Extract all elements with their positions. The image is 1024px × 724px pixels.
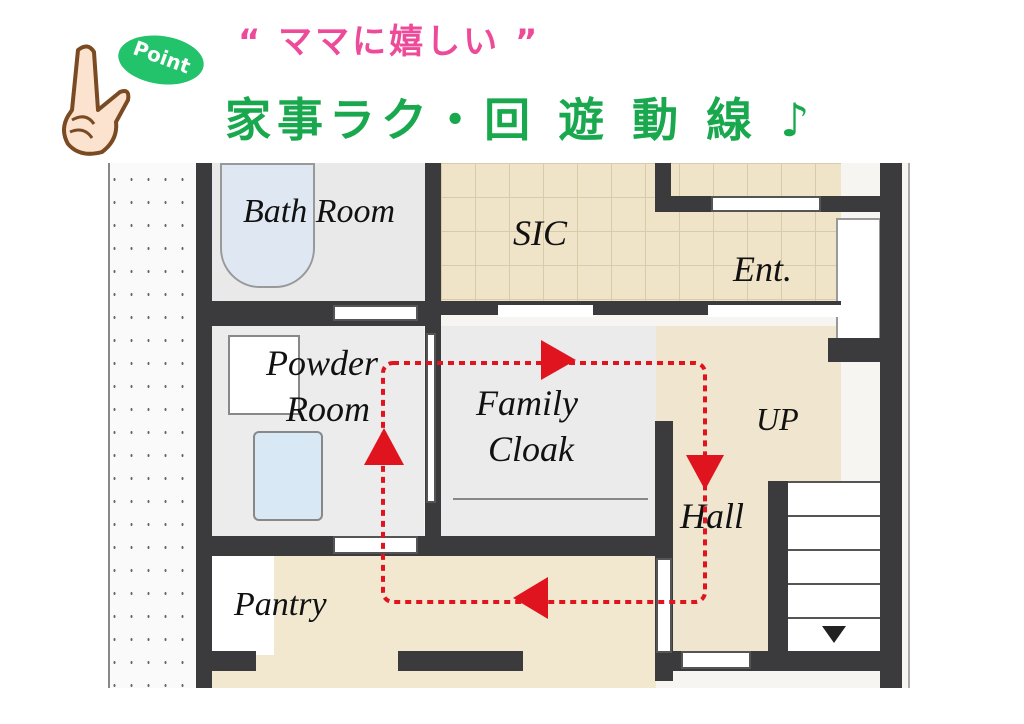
- room-label-powder-2: Room: [286, 389, 370, 429]
- arrow-left-icon: [513, 577, 548, 619]
- window: [708, 305, 868, 317]
- sliding-door: [426, 333, 436, 503]
- page-title: 家事ラク・回 遊 動 線 ♪: [225, 93, 816, 147]
- bathtub: [220, 163, 315, 288]
- outdoor-area: [108, 163, 198, 688]
- room-label-hall: Hall: [680, 496, 745, 536]
- pantry-shelf: [212, 555, 274, 655]
- subtitle: “ ママに嬉しい ”: [238, 22, 541, 62]
- wall: [196, 163, 212, 688]
- wall: [768, 481, 788, 671]
- arrow-right-icon: [541, 340, 576, 380]
- room-label-pantry: Pantry: [234, 586, 327, 623]
- door: [656, 558, 672, 653]
- arrow-down-icon: [686, 455, 724, 490]
- room-label-powder-1: Powder: [266, 343, 378, 383]
- wall: [196, 651, 256, 671]
- door: [333, 536, 418, 554]
- stairs: [788, 481, 884, 651]
- room-label-bath: Bath Room: [243, 193, 396, 230]
- wall: [196, 536, 673, 556]
- wall: [880, 163, 902, 688]
- stairs-up-label: UP: [756, 401, 799, 437]
- wall: [398, 651, 523, 671]
- room-label-entrance: Ent.: [733, 249, 792, 289]
- window: [333, 305, 418, 321]
- window: [681, 651, 751, 669]
- room-label-family-2: Cloak: [488, 429, 574, 469]
- stairs-down-arrow-icon: [822, 626, 846, 643]
- floor-plan: Bath Room SIC Ent. Powder Room Family Cl…: [108, 163, 958, 688]
- room-label-family-1: Family: [476, 383, 578, 423]
- right-exterior: [908, 163, 958, 688]
- point-badge-label: Point: [130, 35, 194, 79]
- sic-area: [441, 163, 841, 315]
- wall: [828, 338, 888, 362]
- sink: [253, 431, 323, 521]
- dotted-route: [381, 361, 707, 604]
- window: [711, 196, 821, 212]
- washing-machine: [228, 335, 300, 415]
- window: [498, 305, 593, 317]
- arrow-up-icon: [364, 428, 404, 465]
- circulation-path: [364, 340, 846, 643]
- pointing-hand-icon: [58, 40, 148, 160]
- room-label-sic: SIC: [513, 213, 567, 253]
- cloak-hanger-rod: [453, 498, 648, 500]
